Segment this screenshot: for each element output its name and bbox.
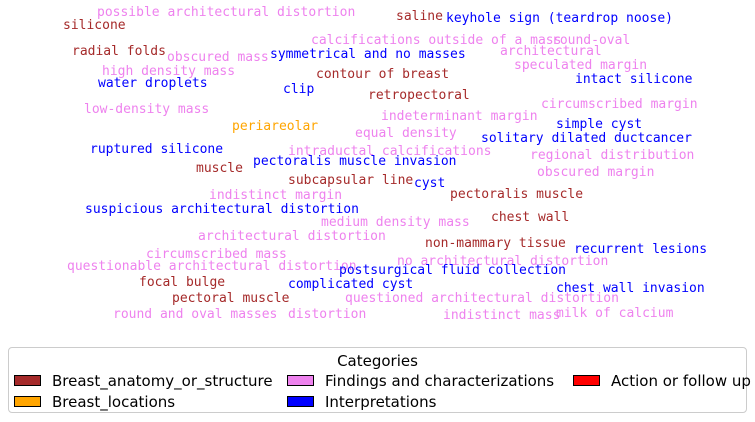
word-term: keyhole sign (teardrop noose) (446, 11, 673, 26)
word-term: ruptured silicone (90, 142, 224, 157)
word-term: calcifications outside of a mass (311, 33, 562, 48)
word-term: water droplets (98, 76, 208, 91)
word-term: round-oval (552, 33, 631, 48)
word-term: non-mammary tissue (425, 236, 566, 251)
word-term: no architectural distortion (397, 254, 609, 269)
word-term: intraductal calcifications (288, 144, 492, 159)
word-term: regional distribution (530, 148, 695, 163)
word-term: recurrent lesions (574, 242, 708, 257)
word-term: saline (396, 9, 443, 24)
word-term: symmetrical and no masses (270, 47, 466, 62)
word-term: obscured margin (537, 165, 655, 180)
legend-swatch (14, 375, 41, 386)
word-term: architectural distortion (198, 229, 386, 244)
word-term: chest wall (491, 210, 570, 225)
word-term: chest wall invasion (556, 281, 705, 296)
word-term: contour of breast (316, 67, 450, 82)
word-term: solitary dilated duct (481, 131, 646, 146)
word-term: architectural (500, 44, 602, 59)
word-term: indeterminant margin (381, 109, 538, 124)
word-term: cyst (414, 176, 446, 191)
word-term: focal bulge (139, 275, 226, 290)
word-term: simple cyst (556, 117, 643, 132)
legend-label: Findings and characterizations (325, 372, 555, 390)
word-cloud: possible architectural distortion saline… (63, 5, 708, 323)
word-term: circumscribed mass (146, 247, 287, 262)
word-term: subcapsular line (288, 173, 414, 188)
word-term: medium density mass (321, 215, 470, 230)
legend-label: Action or follow up (611, 372, 751, 390)
word-term: cancer (645, 131, 692, 146)
word-term: obscured mass (167, 50, 269, 65)
word-term: questionable architectural distortion (67, 259, 357, 274)
word-term: distortion (288, 307, 367, 322)
legend: Categories Breast_anatomy_or_structure F… (8, 347, 751, 413)
word-term: retropectoral (368, 88, 470, 103)
legend-label: Interpretations (325, 393, 437, 411)
word-term: complicated cyst (288, 277, 414, 292)
word-term: radial folds (72, 44, 166, 59)
legend-label: Breast_anatomy_or_structure (52, 372, 273, 390)
word-term: indistinct margin (209, 188, 343, 203)
word-term: pectoralis muscle invasion (253, 154, 457, 169)
word-term: postsurgical fluid collection (339, 263, 566, 278)
word-term: silicone (63, 18, 126, 33)
word-term: circumscribed margin (541, 97, 698, 112)
legend-swatch (287, 396, 314, 407)
word-term: pectoral muscle (172, 291, 290, 306)
word-term: low-density mass (84, 102, 210, 117)
word-term: pectoralis muscle (450, 187, 584, 202)
word-term: questioned architectural distortion (345, 291, 619, 306)
legend-swatch (14, 396, 41, 407)
word-term: speculated margin (514, 58, 648, 73)
legend-swatch (573, 375, 600, 386)
word-term: periareolar (232, 119, 319, 134)
word-term: high density mass (102, 64, 236, 79)
word-term: suspicious architectural distortion (85, 202, 359, 217)
legend-title: Categories (337, 352, 418, 370)
legend-swatch (287, 375, 314, 386)
word-term: muscle (196, 161, 243, 176)
word-term: clip (283, 82, 315, 97)
legend-label: Breast_locations (52, 393, 176, 411)
word-term: indistinct mass (443, 308, 561, 323)
word-term: possible architectural distortion (97, 5, 356, 20)
word-term: milk of calcium (556, 306, 674, 321)
word-term: equal density (355, 126, 457, 141)
word-term: intact silicone (575, 72, 693, 87)
word-term: round and oval masses (113, 307, 278, 322)
